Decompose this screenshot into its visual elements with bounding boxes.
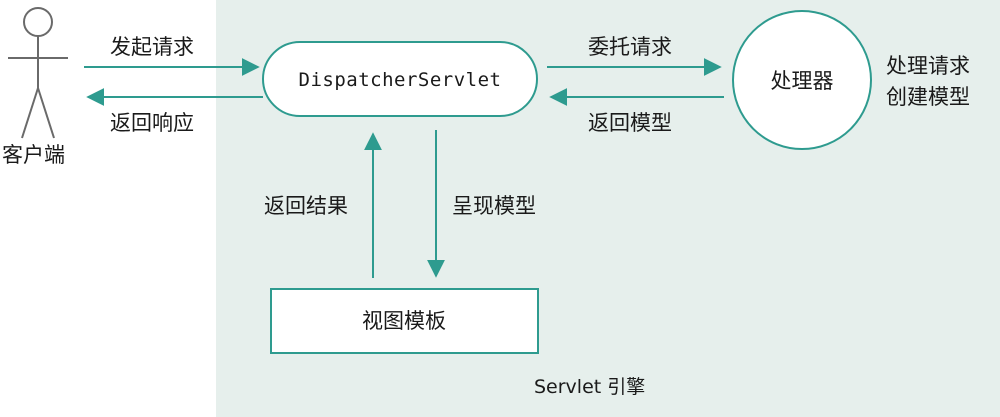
return-result-label: 返回结果 xyxy=(264,194,348,218)
handler-note-create-model: 创建模型 xyxy=(886,85,970,109)
render-model-label: 呈现模型 xyxy=(452,194,536,218)
delegate-request-label: 委托请求 xyxy=(588,35,672,59)
dispatcher-servlet-node xyxy=(262,41,538,117)
stick-figure-icon xyxy=(8,7,68,139)
handler-label: 处理器 xyxy=(771,69,834,93)
servlet-engine-label: Servlet 引擎 xyxy=(534,376,645,398)
return-model-label: 返回模型 xyxy=(588,111,672,135)
handler-note-process-request: 处理请求 xyxy=(886,54,970,78)
dispatcher-servlet-label: DispatcherServlet xyxy=(299,69,502,91)
view-template-node xyxy=(270,288,539,354)
view-template-label: 视图模板 xyxy=(362,309,446,333)
return-response-label: 返回响应 xyxy=(110,111,194,135)
send-request-label: 发起请求 xyxy=(110,35,194,59)
client-label: 客户端 xyxy=(2,143,65,167)
handler-node xyxy=(732,10,872,150)
